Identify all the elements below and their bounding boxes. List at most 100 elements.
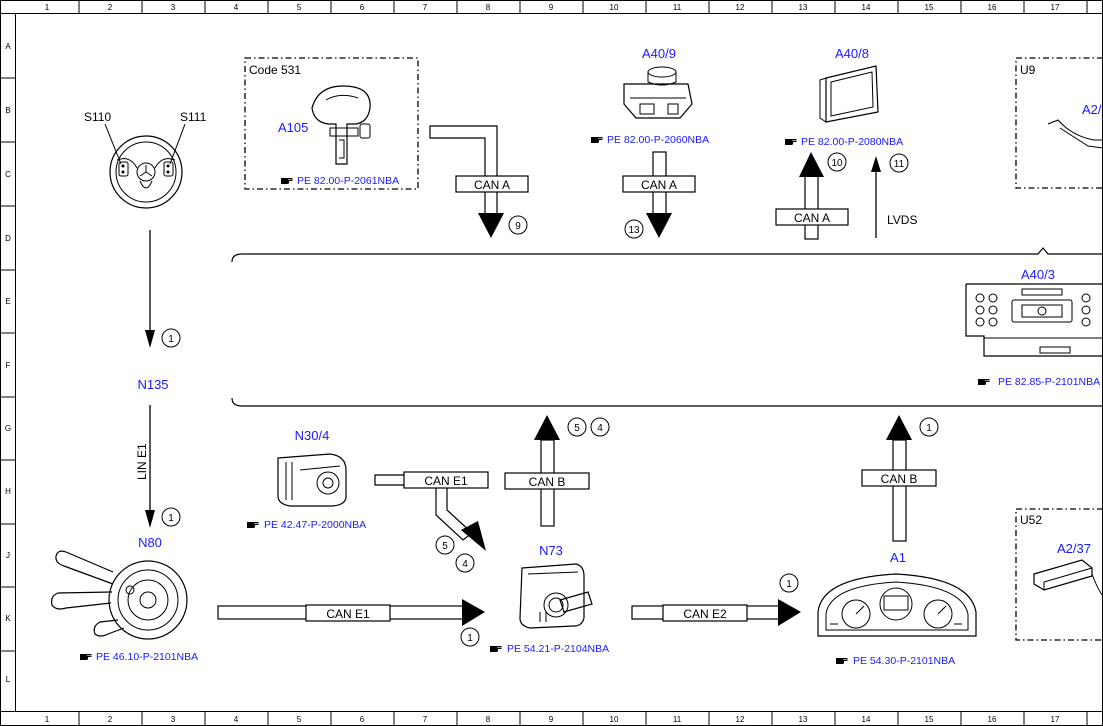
row-label: E (5, 297, 10, 306)
row-label: B (5, 106, 10, 115)
can-e1-top-box (403, 471, 489, 489)
n80-reference: PE 46.10-P-2101NBA (96, 651, 198, 663)
u52-label: U52 (1020, 513, 1042, 527)
marker-circle (919, 417, 939, 437)
row-label: J (6, 551, 10, 560)
col-label: 4 (234, 715, 239, 724)
a40-3-label: A40/3 (1021, 267, 1055, 282)
col-label: 15 (925, 715, 934, 724)
n30-4-reference: PE 42.47-P-2000NBA (264, 519, 366, 531)
s111-label: S111 (180, 110, 207, 124)
grid-column-labels-bottom: 1 2 3 4 5 6 7 8 9 10 11 12 13 14 15 16 1… (45, 715, 1060, 724)
marker-circle (161, 328, 181, 348)
head-unit-icon (965, 283, 1103, 357)
marker-number: 1 (786, 579, 792, 590)
code-531-label: Code 531 (249, 63, 301, 77)
lin-e1-arrowhead (145, 510, 155, 528)
row-label: G (5, 424, 11, 433)
can-e1-bottom-arrowhead (462, 599, 485, 626)
can-b-2-label: CAN B (881, 472, 918, 486)
ignition-switch-icon (519, 563, 593, 629)
s111-leader-line (169, 123, 186, 165)
col-label: 9 (549, 3, 554, 12)
n73-label: N73 (539, 543, 563, 558)
marker-circle (779, 573, 799, 593)
can-e1-top-label: CAN E1 (424, 474, 468, 488)
instrument-cluster-icon (817, 573, 977, 637)
a40-9-reference: PE 82.00-P-2060NBA (607, 134, 709, 146)
can-e2-label: CAN E2 (683, 607, 727, 621)
row-label: C (5, 170, 11, 179)
col-label: 5 (297, 3, 302, 12)
can-a-1-arrowhead (478, 213, 504, 238)
can-e2-box (662, 604, 748, 622)
s110-to-n135-arrowhead (145, 330, 155, 348)
code-531-box (244, 57, 419, 190)
can-b-2-arrowhead (886, 415, 912, 440)
grid-column-labels-top: 1 2 3 4 5 6 7 8 9 10 11 12 13 14 15 16 1… (45, 3, 1060, 12)
a40-9-label: A40/9 (642, 46, 676, 61)
lin-e1-label: LIN E1 (135, 443, 149, 480)
col-label: 1 (45, 3, 50, 12)
col-label: 16 (988, 715, 997, 724)
col-label: 14 (862, 3, 871, 12)
can-a-1-conductor (429, 125, 498, 215)
col-label: 13 (799, 3, 808, 12)
a1-label: A1 (890, 550, 906, 565)
col-label: 3 (171, 3, 176, 12)
a40-8-label: A40/8 (835, 46, 869, 61)
marker-circle (435, 535, 455, 555)
marker-number: 1 (926, 423, 932, 434)
can-e1-top-arrowhead (461, 521, 486, 551)
gear-selector-icon (311, 85, 371, 165)
col-label: 10 (610, 3, 619, 12)
s110-leader-line (104, 123, 122, 165)
marker-number: 1 (168, 513, 174, 524)
marker-circle (508, 215, 528, 235)
lvds-arrowhead (871, 156, 881, 172)
marker-number: 5 (442, 541, 448, 552)
esp-control-unit-icon (277, 453, 347, 507)
col-label: 9 (549, 715, 554, 724)
grid-row-labels: A B C D E F G H J K L (5, 42, 11, 684)
row-label: K (5, 614, 11, 623)
steering-column-module-icon (51, 550, 188, 640)
n135-label: N135 (137, 377, 168, 392)
col-label: 8 (486, 3, 491, 12)
marker-circle (161, 507, 181, 527)
can-a-2-label: CAN A (641, 178, 677, 192)
col-label: 11 (673, 715, 682, 724)
marker-circle (460, 627, 480, 647)
u52-box (1015, 508, 1103, 641)
marker-number: 4 (462, 559, 468, 570)
col-label: 12 (736, 3, 745, 12)
can-e1-bottom-box (305, 604, 391, 622)
col-label: 7 (423, 3, 428, 12)
can-a-3-label: CAN A (794, 211, 830, 225)
u9-label: U9 (1020, 63, 1036, 77)
marker-circle (624, 219, 644, 239)
can-a-1-label: CAN A (474, 178, 510, 192)
can-b-1-box (504, 472, 590, 490)
n73-reference: PE 54.21-P-2104NBA (507, 643, 609, 655)
a40-3-reference: PE 82.85-P-2101NBA (998, 376, 1100, 388)
can-a-2-arrowhead (646, 213, 672, 238)
col-label: 14 (862, 715, 871, 724)
row-label: A (5, 42, 11, 51)
col-label: 11 (673, 3, 682, 12)
marker-number: 1 (467, 633, 473, 644)
col-label: 6 (360, 715, 365, 724)
marker-number: 9 (515, 221, 521, 232)
u9-cable-icon (1047, 119, 1103, 141)
marker-circle (455, 553, 475, 573)
col-label: 16 (988, 3, 997, 12)
col-label: 17 (1051, 3, 1060, 12)
col-label: 8 (486, 715, 491, 724)
col-label: 3 (171, 715, 176, 724)
row-label: F (6, 361, 11, 370)
a105-reference: PE 82.00-P-2061NBA (297, 175, 399, 187)
row-label: L (6, 675, 11, 684)
can-b-1-arrowhead (534, 415, 560, 440)
